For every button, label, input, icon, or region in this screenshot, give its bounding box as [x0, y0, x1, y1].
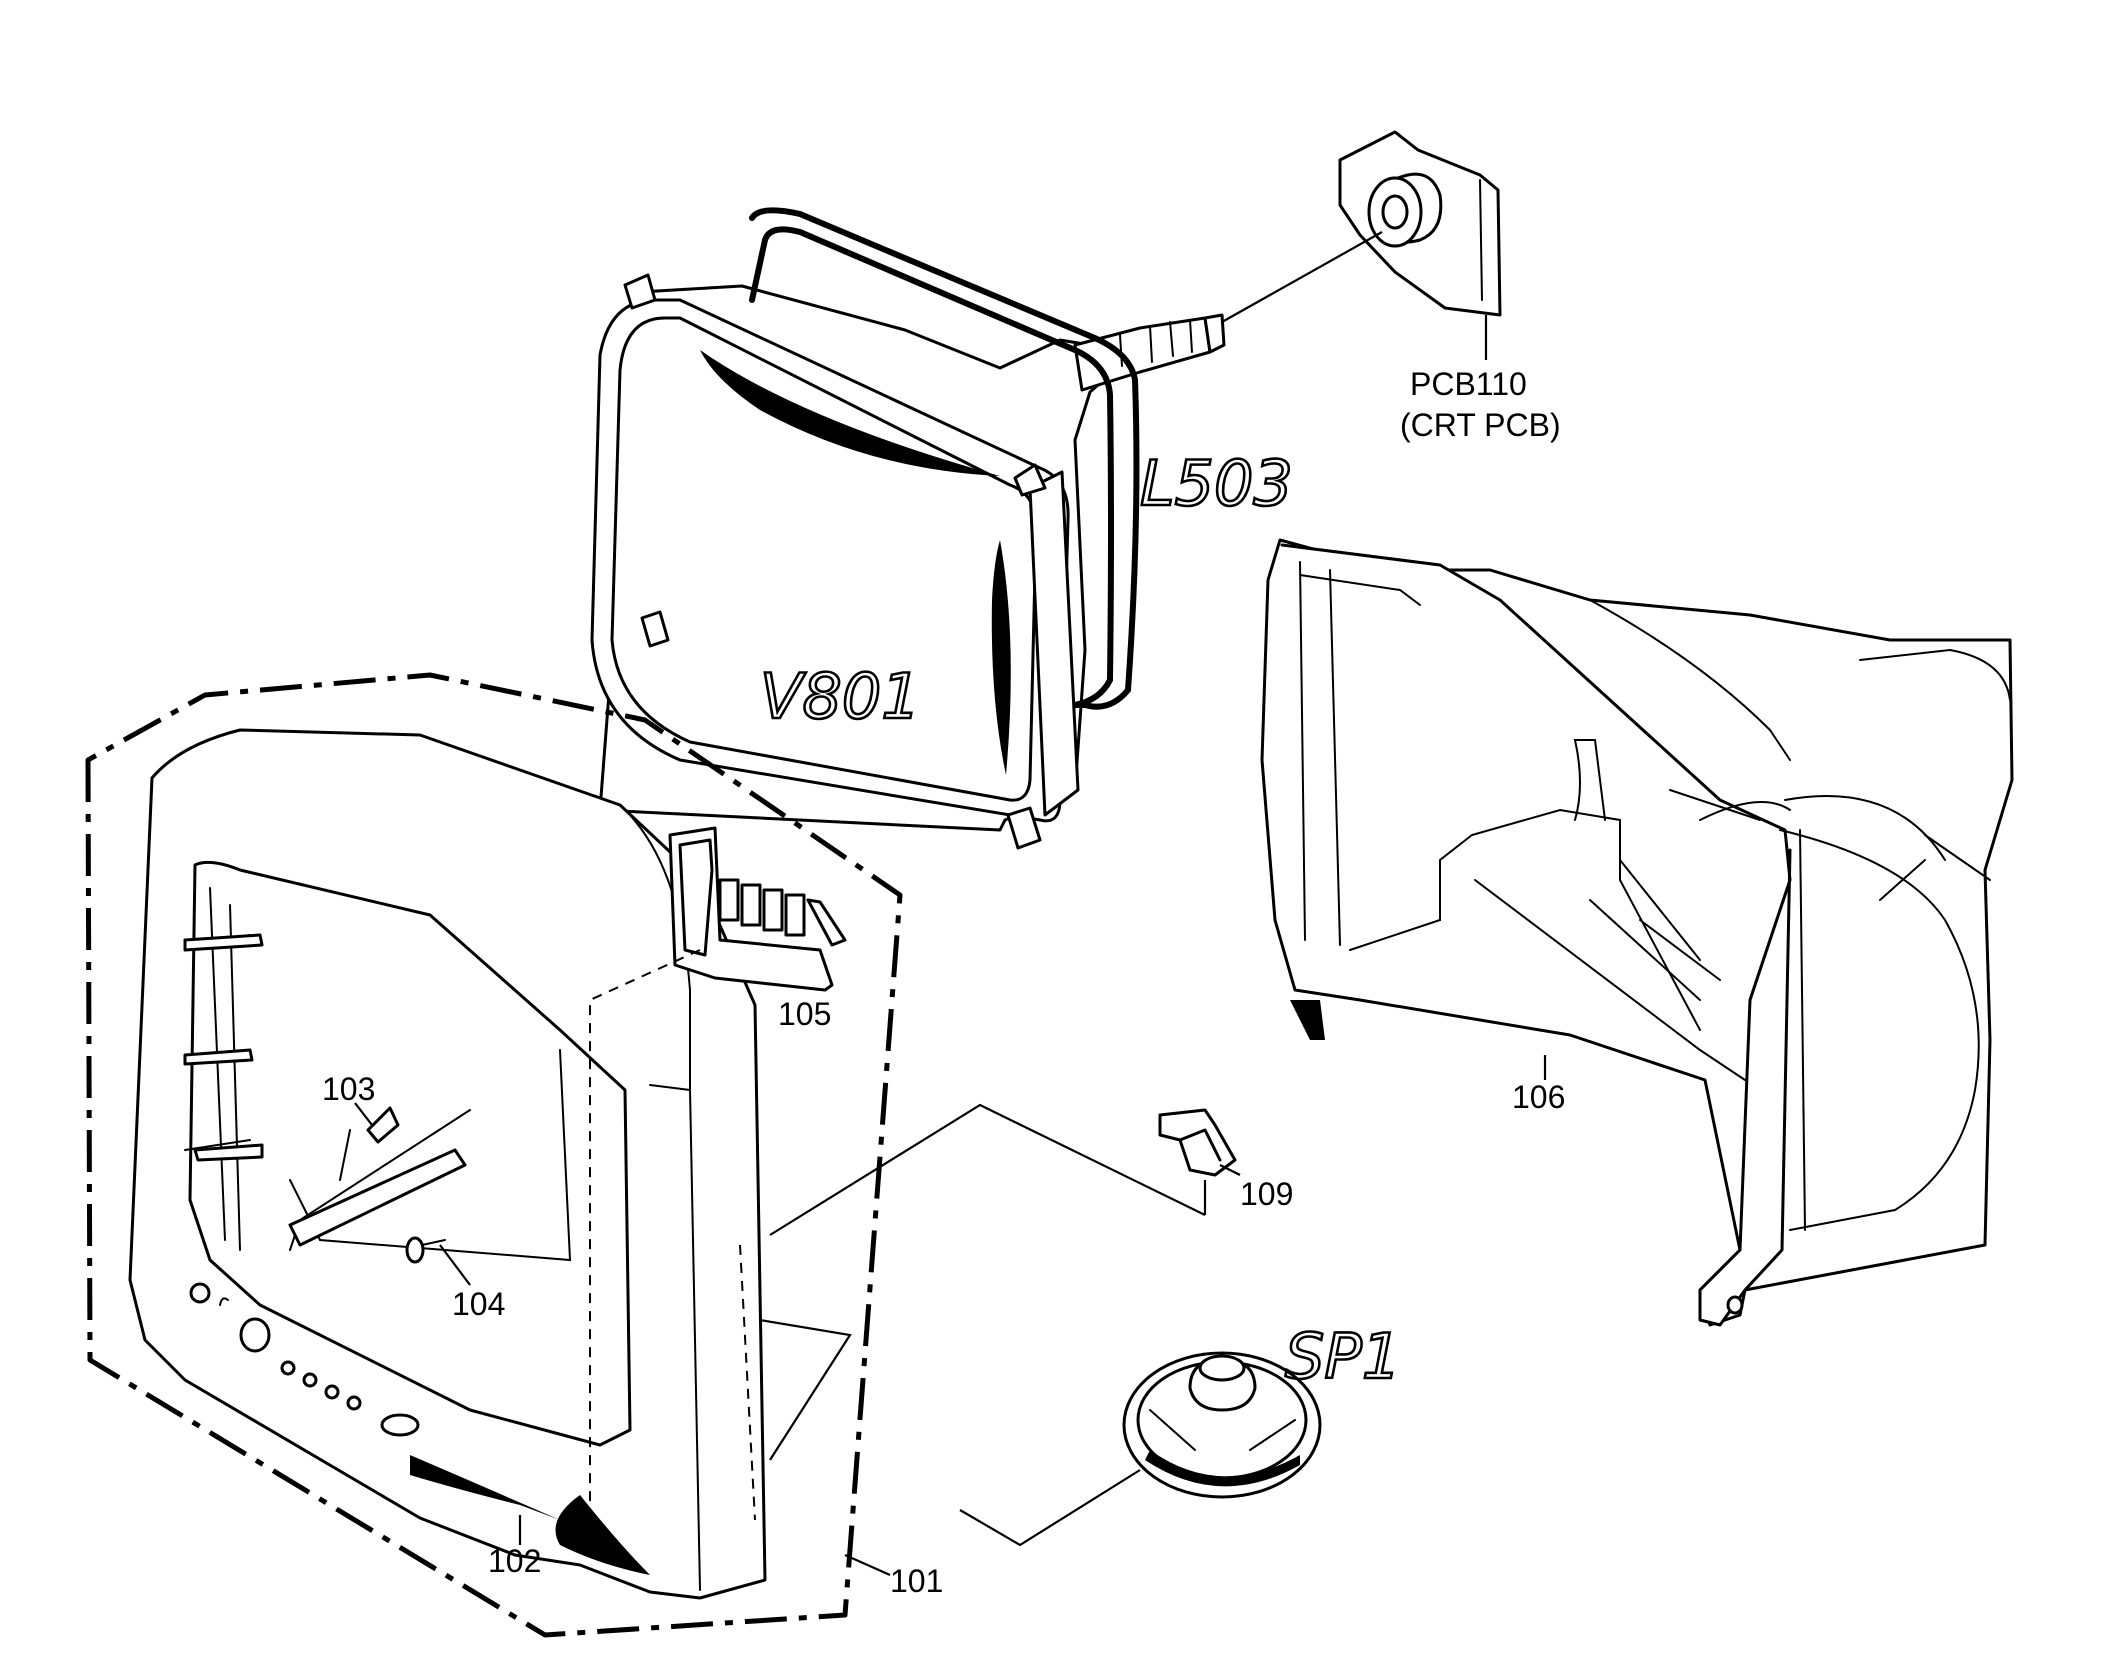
v801-handwritten-label: V801	[760, 660, 921, 733]
part-101-label: 101	[890, 1563, 943, 1599]
part-105-label: 105	[778, 996, 831, 1032]
speaker-sp1	[1122, 1351, 1322, 1499]
speaker-bracket-line	[759, 1318, 852, 1461]
pcb-neck-connection-line	[1221, 231, 1383, 323]
pcb110-label: PCB110	[1410, 366, 1527, 402]
part-106-label: 106	[1512, 1079, 1565, 1115]
part-104-shaft	[405, 1236, 471, 1286]
part-103-clip	[339, 1106, 400, 1181]
part-109-leader-line	[1219, 1164, 1241, 1176]
crt-picture-tube	[590, 273, 1226, 850]
front-cabinet-rail	[288, 1148, 467, 1247]
front-cabinet-dashed-guide	[739, 1244, 756, 1521]
front-assembly-boundary	[85, 672, 903, 1638]
part-109-switch	[1158, 1108, 1237, 1177]
part-105-terminal-bracket	[668, 826, 847, 992]
part-102-label: 102	[488, 1543, 541, 1579]
part-109-connection-line	[769, 1103, 1207, 1236]
speaker-connection-line	[959, 1469, 1141, 1547]
part-104-label: 104	[452, 1286, 505, 1322]
crt-pcb-sublabel: (CRT PCB)	[1400, 407, 1561, 443]
l503-handwritten-label: L503	[1140, 447, 1293, 520]
degaussing-coil-l503	[749, 207, 1140, 710]
part-103-leader-line	[354, 1102, 373, 1126]
part-109-label: 109	[1240, 1176, 1293, 1212]
part-101-leader-line	[844, 1553, 891, 1577]
rear-cabinet	[1260, 538, 2014, 1327]
sp1-handwritten-label: SP1	[1285, 1320, 1401, 1393]
part-103-label: 103	[322, 1071, 375, 1107]
part-105-dashed-guide	[589, 949, 701, 1530]
crt-pcb-board	[1338, 130, 1502, 317]
